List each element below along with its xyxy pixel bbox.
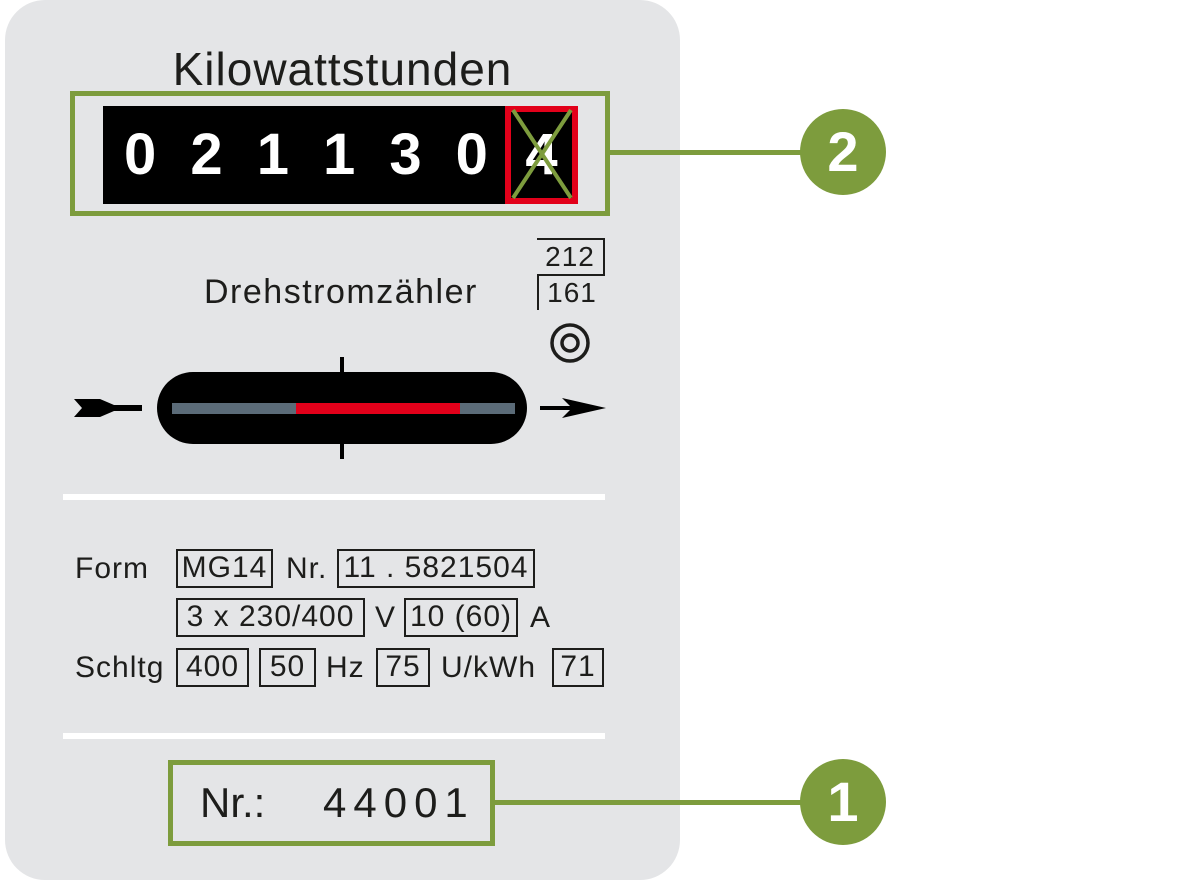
- concentric-circles-icon: [550, 323, 590, 363]
- counter-display: [103, 106, 505, 204]
- divider-upper: [63, 494, 605, 500]
- serial-number: 44001: [323, 779, 475, 826]
- cross-out-mark: [511, 108, 573, 200]
- rotor-disc: [157, 357, 527, 459]
- counter-title: Kilowattstunden: [172, 43, 513, 95]
- form-label: Form: [75, 552, 149, 585]
- schltg-value: 400: [176, 648, 249, 687]
- constant-unit: U/kWh: [441, 651, 536, 684]
- counter-digit: 2: [190, 122, 223, 187]
- current-unit: A: [530, 601, 552, 634]
- frequency-unit: Hz: [326, 651, 365, 684]
- current-value: 10 (60): [404, 598, 518, 637]
- form-value: MG14: [176, 549, 273, 588]
- callout-1-leader-line: [495, 800, 803, 805]
- counter-digit: 3: [389, 122, 422, 187]
- nr-value: 11 . 5821504: [337, 549, 535, 588]
- counter-digits: 0 2 1 1 3 0: [107, 106, 505, 204]
- callout-2-leader-line: [608, 150, 803, 155]
- constant-value: 75: [376, 648, 430, 687]
- counter-digit: 1: [323, 122, 356, 187]
- voltage-value: 3 x 230/400: [176, 598, 365, 637]
- meter-type-label: Drehstromzähler: [204, 273, 478, 311]
- counter-digit: 1: [256, 122, 289, 187]
- rotor-red-mark: [296, 403, 460, 414]
- callout-1-badge: 1: [800, 759, 886, 845]
- arrow-head-icon: [540, 398, 606, 418]
- serial-label: Nr.:: [200, 779, 266, 826]
- schltg-label: Schltg: [75, 651, 165, 684]
- counter-digit: 0: [455, 122, 488, 187]
- serial-highlight-frame: [168, 760, 495, 846]
- frequency-value: 50: [259, 648, 316, 687]
- voltage-unit: V: [375, 601, 397, 634]
- counter-highlight-frame: [70, 91, 610, 216]
- extra-value: 71: [552, 648, 604, 687]
- arrow-tail-icon: [74, 399, 142, 417]
- counter-digit: 0: [124, 122, 157, 187]
- divider-lower: [63, 733, 605, 739]
- code-upper: 212: [537, 238, 605, 274]
- nr-label: Nr.: [286, 552, 328, 585]
- callout-2-badge: 2: [800, 109, 886, 195]
- code-lower: 161: [537, 274, 605, 310]
